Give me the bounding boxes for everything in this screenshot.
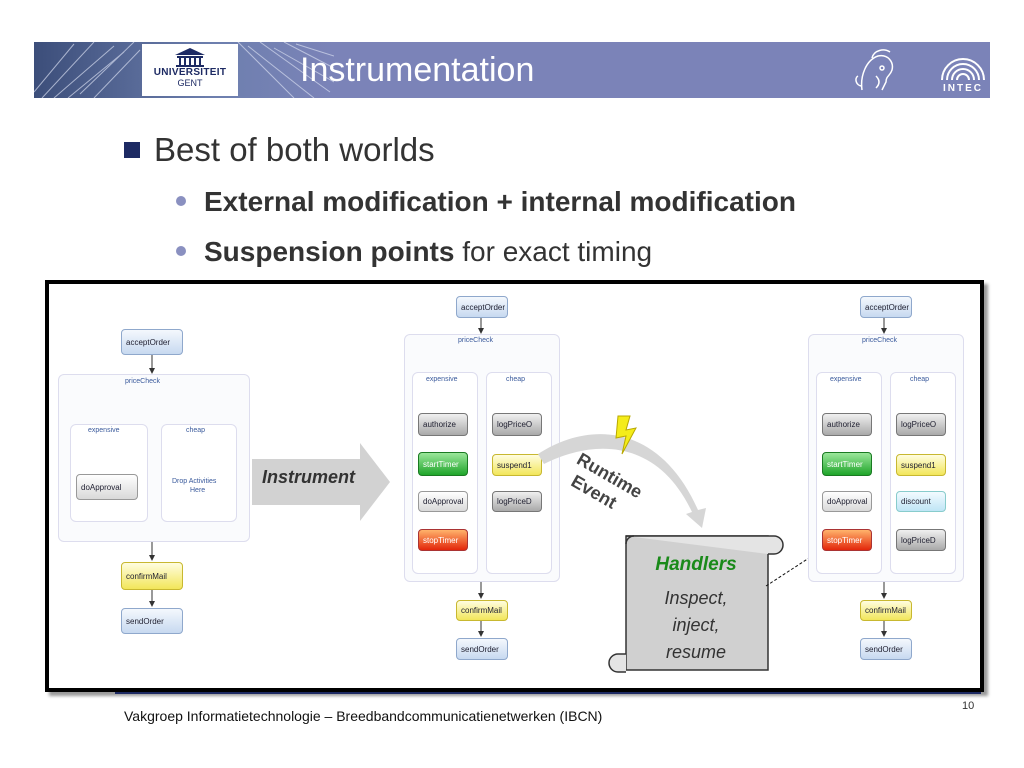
mid-cheap-label: cheap — [506, 376, 526, 383]
mid-accept-order-activity[interactable]: acceptOrder — [456, 296, 508, 318]
intec-label: INTEC — [943, 83, 983, 94]
handlers-line-1: Inspect, — [664, 588, 728, 608]
bullet-sub-1-text: External modification + internal modific… — [204, 186, 796, 217]
mid-start-timer-activity[interactable]: startTimer — [418, 452, 468, 476]
mid-suspend-activity[interactable]: suspend1 — [492, 454, 542, 476]
instrument-arrow — [252, 443, 390, 521]
right-log-price-d-activity[interactable]: logPriceD — [896, 529, 946, 551]
mid-confirm-mail-activity[interactable]: confirmMail — [456, 600, 508, 621]
handlers-line-3: resume — [665, 642, 727, 662]
handlers-line-2: inject, — [672, 615, 720, 635]
left-expensive-branch — [70, 424, 148, 522]
university-building-icon — [175, 48, 205, 67]
right-suspend-activity[interactable]: suspend1 — [896, 454, 946, 476]
header-bar: UNIVERSITEIT GENT — [34, 42, 990, 98]
left-drop-activities-label: Drop Activities — [172, 478, 217, 485]
mid-log-price-o-activity[interactable]: logPriceO — [492, 413, 542, 436]
ugent-logo: UNIVERSITEIT GENT — [142, 44, 238, 96]
right-do-approval-activity[interactable]: doApproval — [822, 491, 872, 512]
bullet-sub-2-bold: Suspension points — [204, 236, 455, 267]
bullet-square-icon — [124, 142, 140, 158]
mid-log-price-d-activity[interactable]: logPriceD — [492, 491, 542, 512]
footer-text: Vakgroep Informatietechnologie – Breedba… — [124, 708, 603, 724]
bullet-sub-2: Suspension points for exact timing — [176, 235, 652, 269]
page-title: Instrumentation — [300, 51, 535, 89]
bullet-sub-1: External modification + internal modific… — [176, 185, 796, 219]
intec-logo: INTEC — [936, 46, 990, 96]
lightning-bolt-icon — [615, 415, 637, 455]
footer-divider — [115, 692, 981, 694]
right-send-order-activity[interactable]: sendOrder — [860, 638, 912, 660]
bullet-dot-icon — [176, 246, 186, 256]
bullet-main-text: Best of both worlds — [154, 131, 435, 168]
mid-price-check-label: priceCheck — [458, 337, 494, 344]
left-drop-here-label: Here — [190, 487, 206, 494]
left-accept-order-activity[interactable]: acceptOrder — [121, 329, 183, 355]
left-cheap-branch — [161, 424, 237, 522]
mid-do-approval-activity[interactable]: doApproval — [418, 491, 468, 512]
right-log-price-o-activity[interactable]: logPriceO — [896, 413, 946, 436]
handlers-scroll — [608, 535, 784, 673]
right-cheap-label: cheap — [910, 376, 930, 383]
left-send-order-activity[interactable]: sendOrder — [121, 608, 183, 634]
logo-text-line2: GENT — [177, 78, 203, 88]
right-start-timer-activity[interactable]: startTimer — [822, 452, 872, 476]
right-stop-timer-activity[interactable]: stopTimer — [822, 529, 872, 551]
bullet-main: Best of both worlds — [124, 130, 435, 170]
right-accept-order-activity[interactable]: acceptOrder — [860, 296, 912, 318]
left-do-approval-activity[interactable]: doApproval — [76, 474, 138, 500]
instrument-label: Instrument — [262, 467, 356, 487]
left-price-check-label: priceCheck — [125, 378, 161, 385]
bullet-dot-icon — [176, 196, 186, 206]
mid-send-order-activity[interactable]: sendOrder — [456, 638, 508, 660]
logo-text-line1: UNIVERSITEIT — [153, 67, 227, 78]
page-number: 10 — [962, 700, 975, 712]
left-expensive-label: expensive — [88, 427, 120, 434]
minerva-head-icon — [855, 49, 894, 91]
runtime-event-arrow — [538, 434, 706, 528]
intec-arcs-icon — [941, 58, 985, 81]
right-confirm-mail-activity[interactable]: confirmMail — [860, 600, 912, 621]
bullet-sub-2-rest: for exact timing — [454, 236, 653, 267]
right-price-check-label: priceCheck — [862, 337, 898, 344]
handlers-title: Handlers — [655, 554, 737, 575]
right-authorize-activity[interactable]: authorize — [822, 413, 872, 436]
mid-expensive-label: expensive — [426, 376, 458, 383]
right-expensive-label: expensive — [830, 376, 862, 383]
mid-stop-timer-activity[interactable]: stopTimer — [418, 529, 468, 551]
left-cheap-label: cheap — [186, 427, 206, 434]
mid-authorize-activity[interactable]: authorize — [418, 413, 468, 436]
left-confirm-mail-activity[interactable]: confirmMail — [121, 562, 183, 590]
right-discount-activity[interactable]: discount — [896, 491, 946, 512]
